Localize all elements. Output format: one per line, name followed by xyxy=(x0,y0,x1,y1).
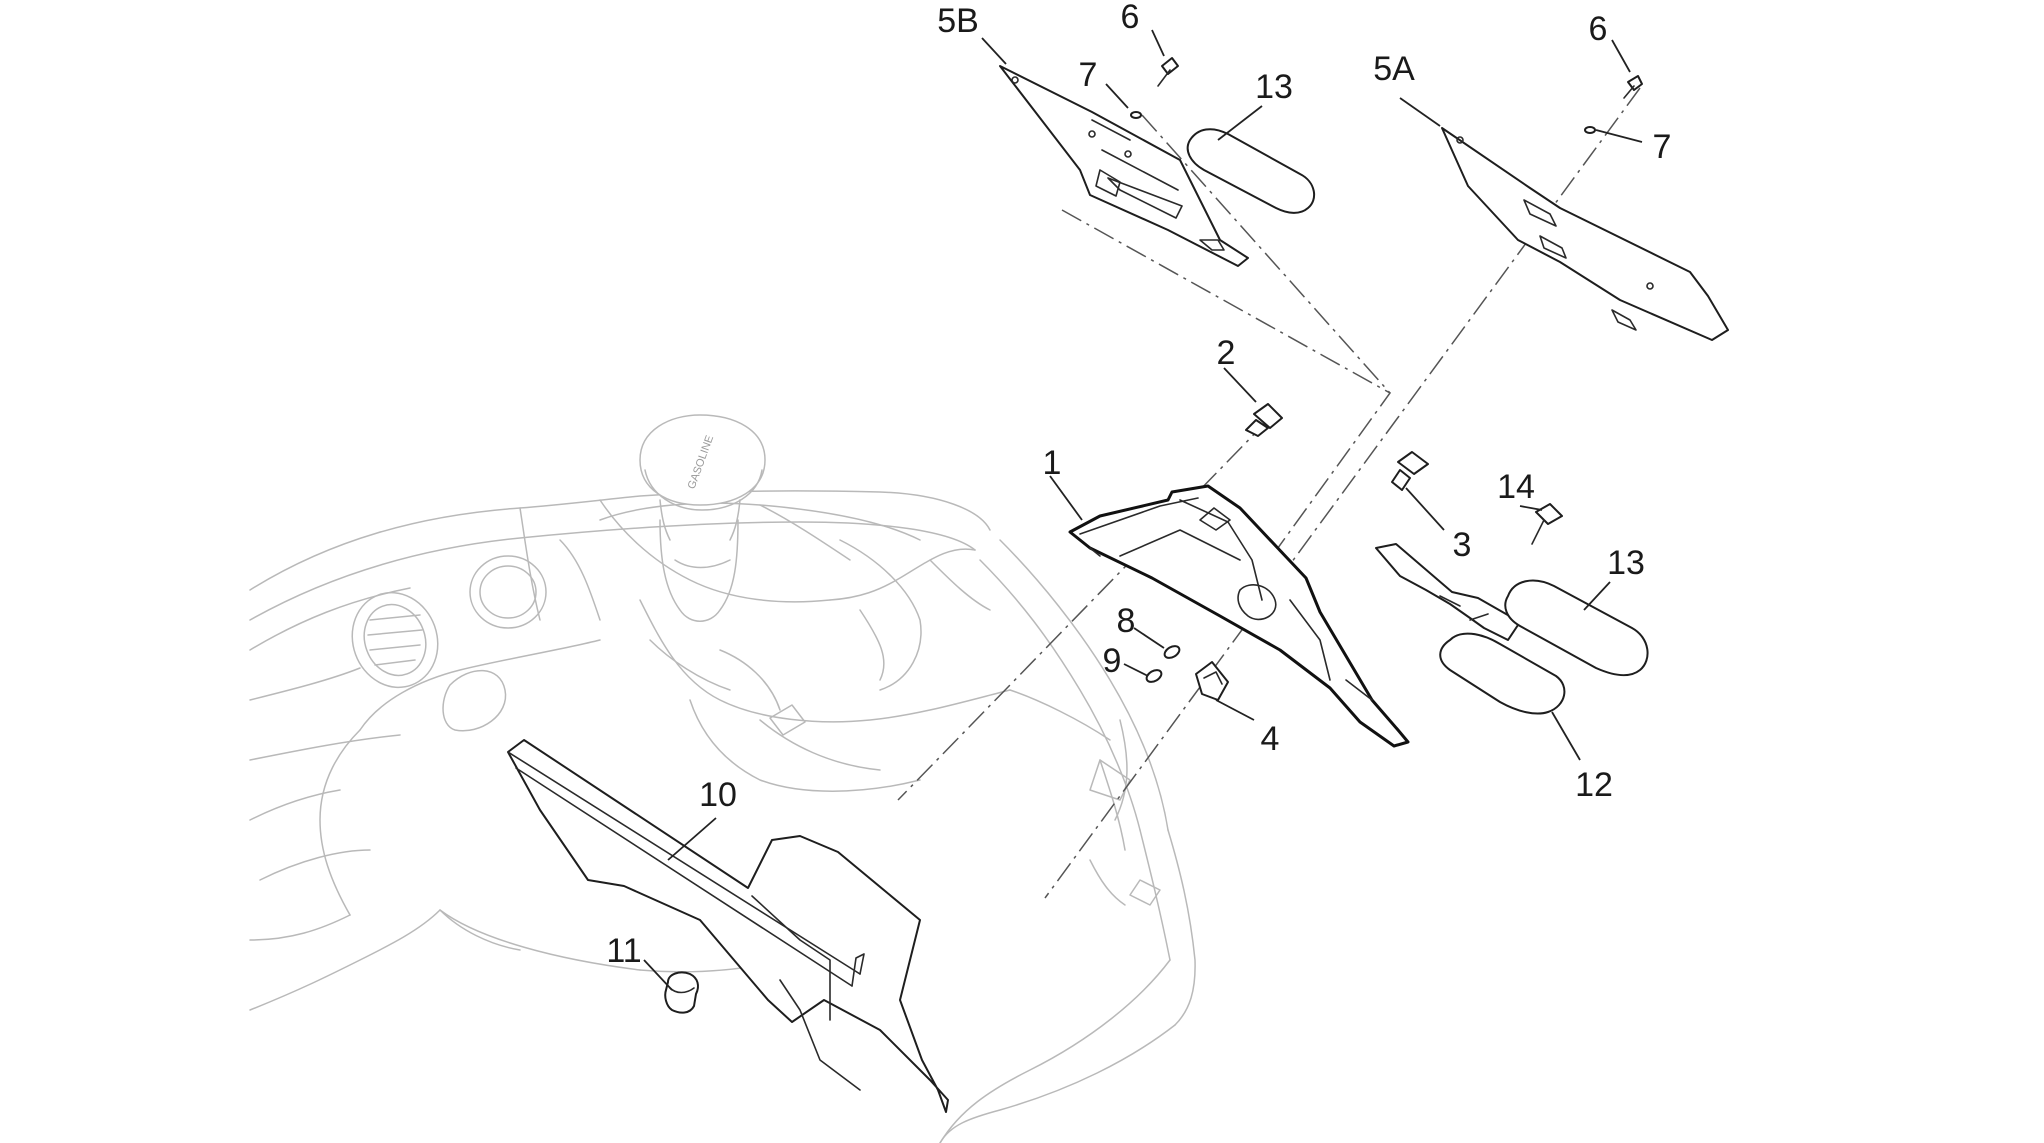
fuel-cap: GASOLINE xyxy=(639,414,766,622)
part-7-washer-left xyxy=(1130,111,1142,119)
part-6-screw-left xyxy=(1157,57,1179,87)
callout-10: 10 xyxy=(699,776,737,814)
callout-13-top: 13 xyxy=(1255,68,1293,106)
part-8-washer xyxy=(1163,645,1181,659)
callout-4: 4 xyxy=(1261,720,1280,758)
part-6-screw-right xyxy=(1623,75,1643,99)
callout-7-left: 7 xyxy=(1079,56,1098,94)
callout-5a: 5A xyxy=(1373,50,1415,88)
part-1-plate-holder xyxy=(1068,484,1410,748)
part-10-mudflap xyxy=(507,739,949,1113)
callout-14: 14 xyxy=(1497,468,1535,506)
callout-6-right: 6 xyxy=(1589,10,1608,48)
scooter-rear-body xyxy=(249,490,1196,1143)
callout-12: 12 xyxy=(1575,766,1613,804)
callout-5b: 5B xyxy=(937,2,979,40)
part-7-washer-right xyxy=(1584,126,1596,134)
part-5a-bracket xyxy=(1441,127,1729,341)
part-13-reflector-right xyxy=(1504,579,1649,676)
part-4-clip xyxy=(1195,661,1229,701)
callout-9: 9 xyxy=(1103,642,1122,680)
part-11-grommet xyxy=(664,971,699,1014)
callout-7-right: 7 xyxy=(1653,128,1672,166)
callout-2: 2 xyxy=(1217,334,1236,372)
callout-1: 1 xyxy=(1043,444,1062,482)
callout-3: 3 xyxy=(1453,526,1472,564)
callout-6-left: 6 xyxy=(1121,0,1140,36)
callout-8: 8 xyxy=(1117,602,1136,640)
leader-lines xyxy=(643,29,1643,991)
callout-11: 11 xyxy=(606,932,641,970)
part-9-washer xyxy=(1145,669,1163,683)
part-3-bolt xyxy=(1391,451,1429,491)
callout-13-right: 13 xyxy=(1607,544,1645,582)
part-14-bolt xyxy=(1531,503,1563,545)
part-2-screw xyxy=(1245,403,1283,437)
part-12-bracket xyxy=(1375,543,1566,715)
part-13-reflector-top xyxy=(1186,128,1316,214)
part-5b-bracket xyxy=(999,65,1249,267)
callout-labels: 5B 6 7 13 5A 6 7 2 1 3 14 13 8 9 4 12 10… xyxy=(606,0,1671,970)
